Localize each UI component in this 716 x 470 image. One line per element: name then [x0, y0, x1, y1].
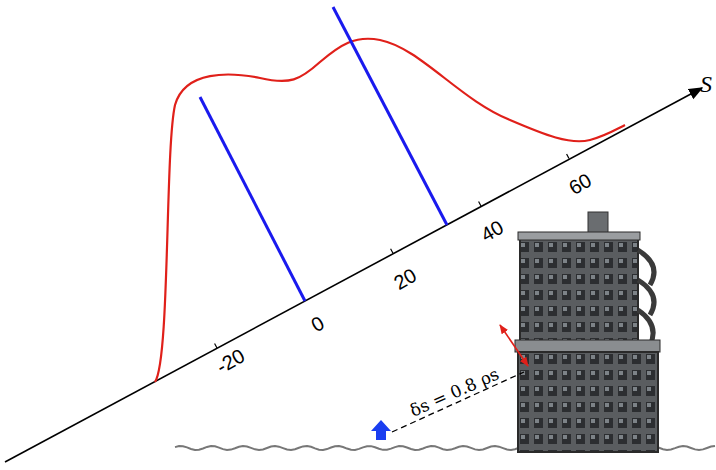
offset-label: δs = 0.8 ρs	[408, 365, 502, 419]
position-arrow	[371, 420, 391, 440]
tick-label: -20	[212, 345, 247, 377]
axis-tick	[215, 343, 217, 348]
axis-name: S	[700, 72, 712, 96]
axis-tick	[567, 154, 569, 159]
marker-line	[200, 97, 305, 301]
axis-tick	[391, 249, 393, 254]
tick-label: 40	[477, 217, 506, 245]
building	[515, 212, 660, 452]
tick-label: 0	[308, 313, 328, 336]
axis-tick	[479, 201, 481, 206]
distribution-curve	[155, 39, 625, 382]
tick-label: 20	[390, 265, 419, 293]
spacing-arrow	[500, 325, 528, 366]
marker-line	[333, 7, 447, 225]
axis-ticks	[215, 154, 569, 348]
s-axis	[5, 88, 702, 462]
tick-label: 60	[565, 170, 594, 198]
